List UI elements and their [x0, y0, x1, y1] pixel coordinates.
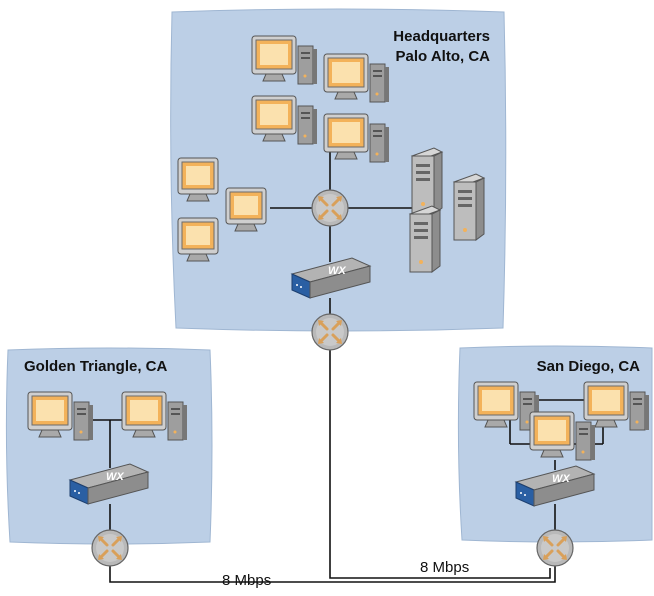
hq-server-3	[409, 205, 441, 273]
hq-location-label: Palo Alto, CA	[396, 48, 491, 65]
hq-wx-label: WX	[328, 265, 346, 277]
wan-link-right	[329, 350, 551, 579]
wan-left-bandwidth-label: 8 Mbps	[222, 572, 271, 589]
gt-wx-appliance: WX	[68, 463, 150, 505]
sd-wx-label: WX	[552, 473, 570, 485]
hq-wan-router-icon	[310, 312, 350, 352]
gt-router-icon	[90, 528, 130, 568]
sd-router-icon	[535, 528, 575, 568]
hq-wx-appliance: WX	[290, 257, 372, 299]
hq-server-1	[411, 147, 443, 215]
san-diego-label: San Diego, CA	[537, 358, 641, 375]
golden-triangle-label: Golden Triangle, CA	[24, 358, 168, 375]
wan-link-left	[109, 566, 556, 583]
hq-server-2	[453, 173, 485, 241]
sd-wx-appliance: WX	[514, 465, 596, 507]
hq-name-label: Headquarters	[393, 28, 490, 45]
gt-wx-label: WX	[106, 471, 124, 483]
hq-core-router-icon	[310, 188, 350, 228]
wan-right-bandwidth-label: 8 Mbps	[420, 559, 469, 576]
